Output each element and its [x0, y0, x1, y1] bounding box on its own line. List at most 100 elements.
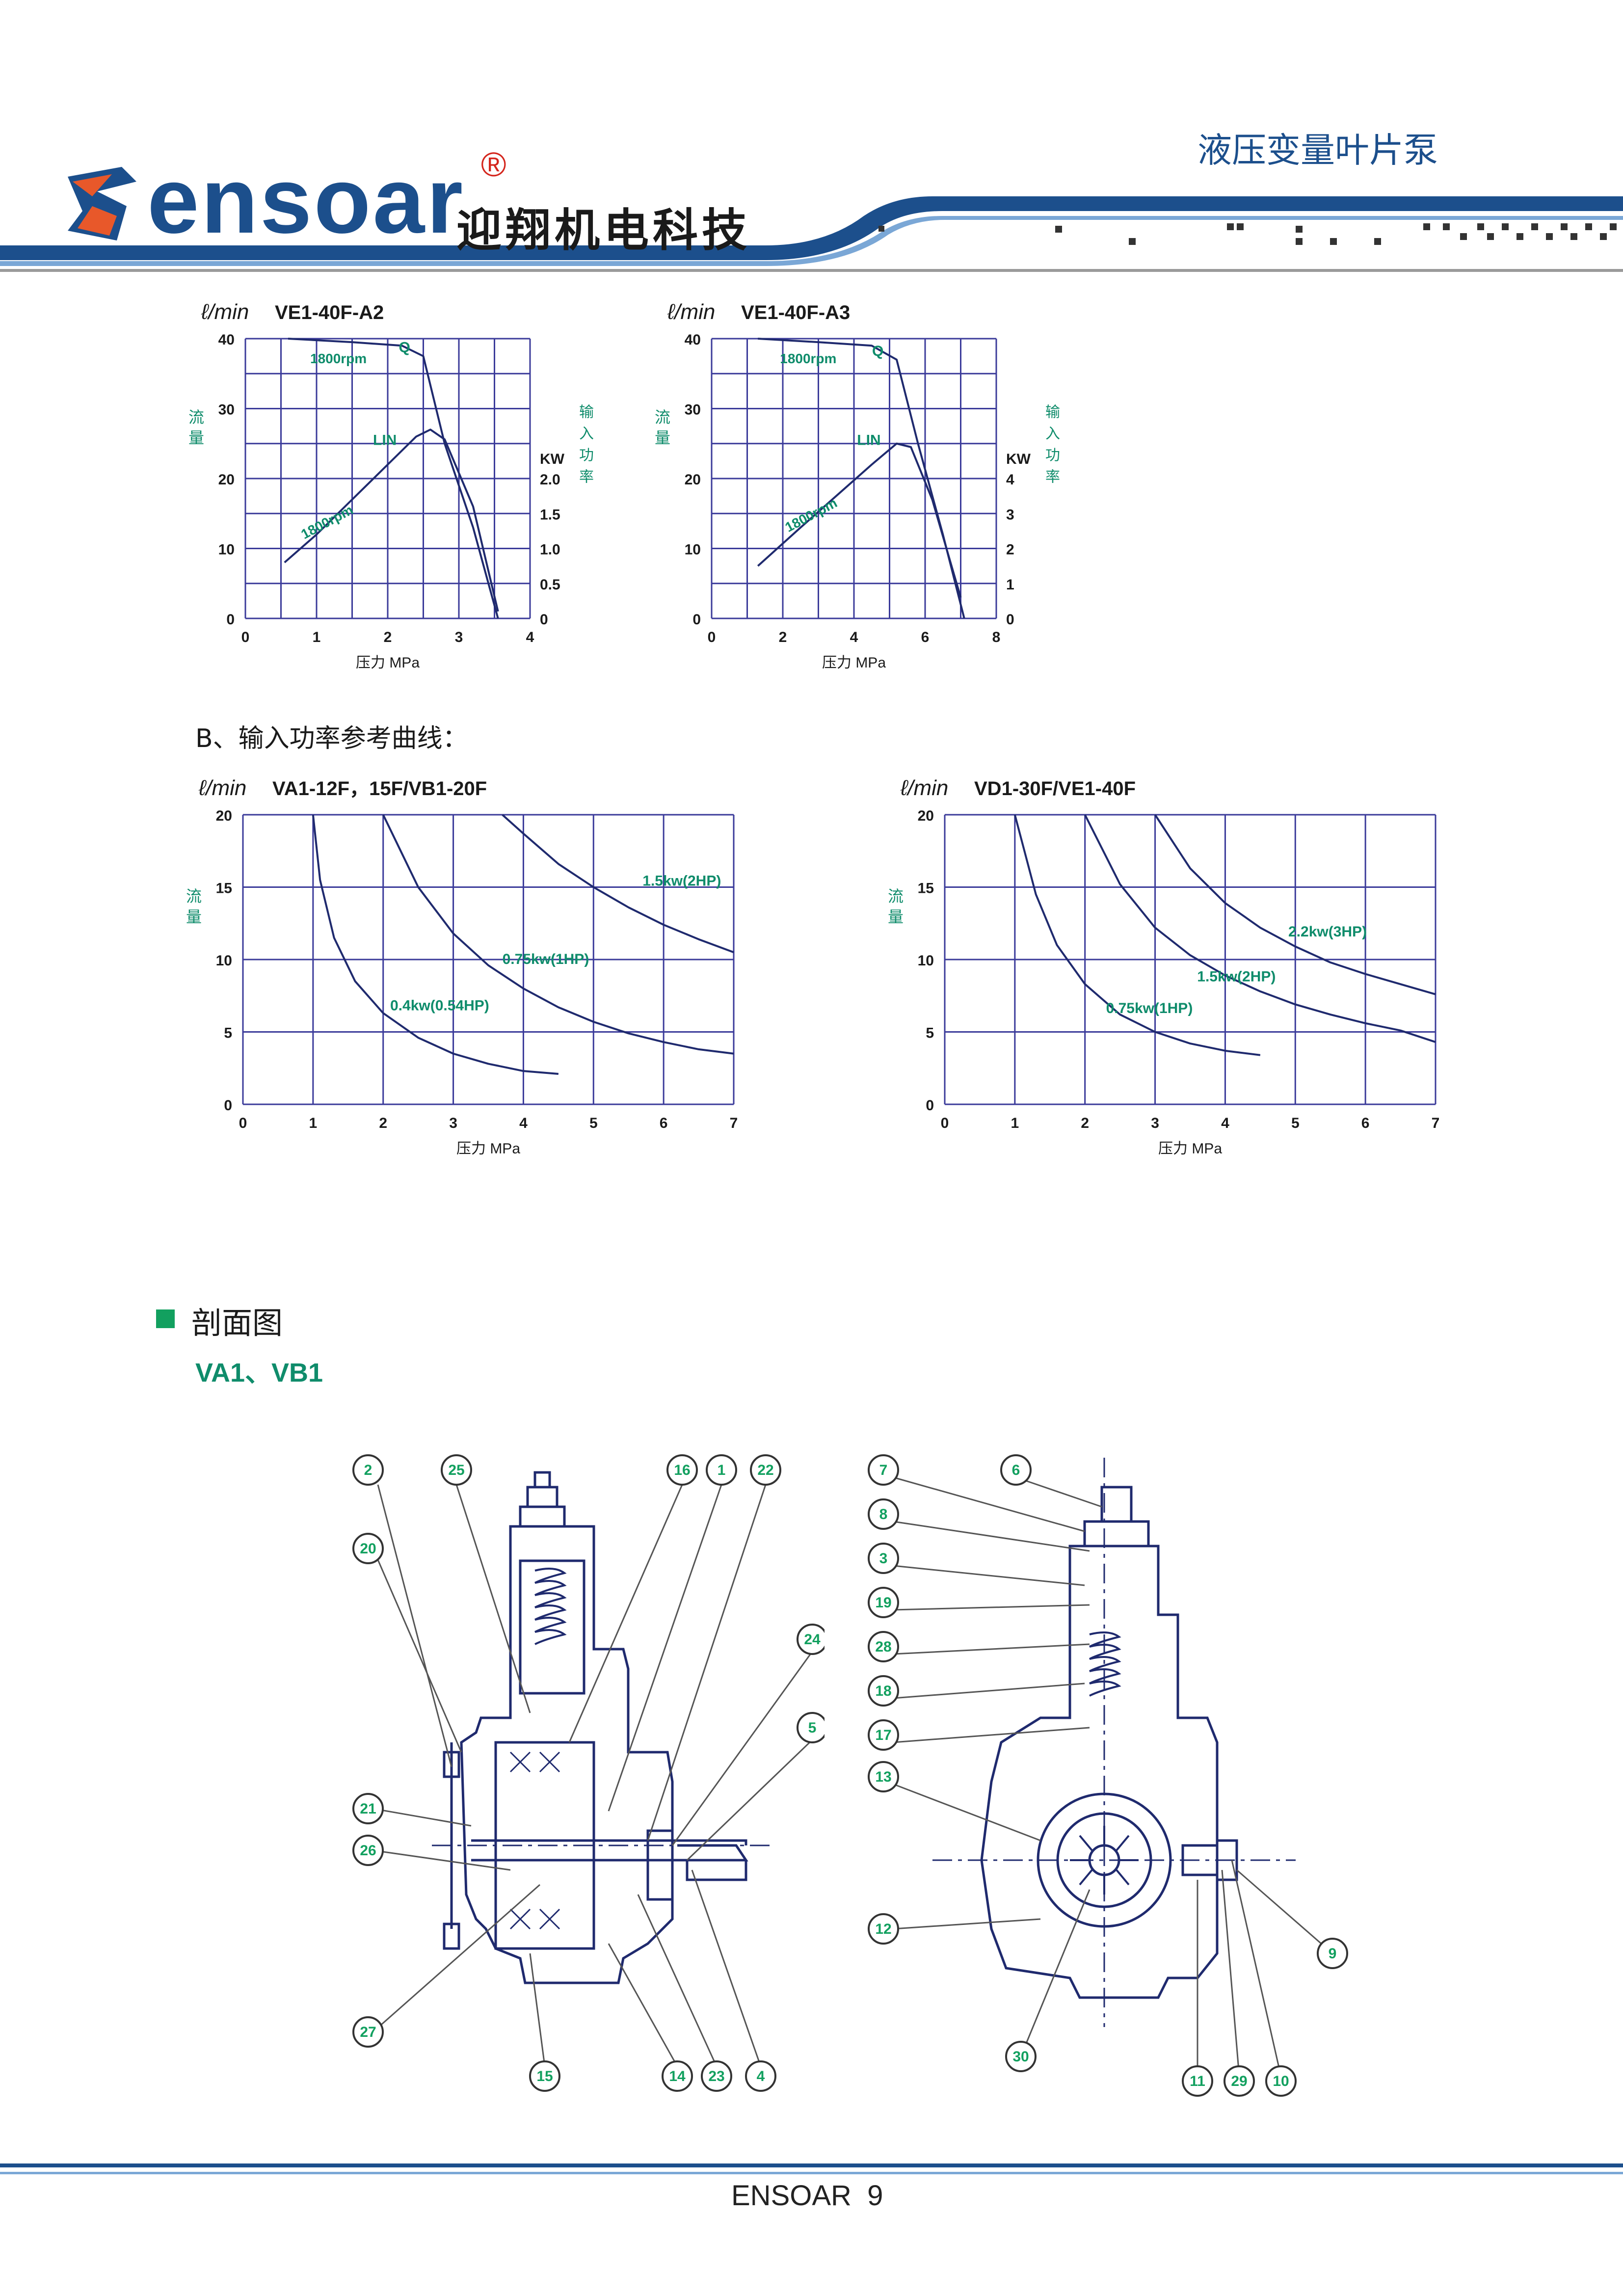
chart-title: VD1-30F/VE1-40F: [974, 778, 1136, 800]
x-tick-label: 3: [455, 629, 463, 645]
part-number-label: 18: [875, 1683, 891, 1699]
y-axis-label: 量: [186, 908, 202, 926]
x-tick-label: 5: [1291, 1115, 1300, 1131]
part-balloon-23: 23: [701, 2060, 732, 2092]
y-tick-label: 20: [685, 472, 701, 488]
x-tick-label: 8: [992, 629, 1001, 645]
section-bullet-icon: [156, 1309, 175, 1328]
part-balloon-circle: [868, 1761, 899, 1792]
part-balloon-13: 13: [868, 1761, 899, 1792]
part-number-label: 20: [360, 1541, 376, 1557]
leader-lines: [372, 1484, 813, 2067]
lin-curve-label: LIN: [857, 432, 880, 449]
header-band: [0, 196, 1623, 272]
page-number: ENSOAR 9: [731, 2180, 883, 2212]
x-tick-label: 5: [589, 1115, 598, 1131]
y-tick-label: 40: [218, 332, 235, 348]
right-tick-label: 4: [1006, 472, 1014, 488]
y-tick-label: 0: [926, 1097, 934, 1114]
y-tick-label: 0: [226, 612, 235, 628]
part-number-label: 30: [1012, 2049, 1029, 2065]
y-axis-label: 量: [888, 908, 904, 926]
part-number-label: 21: [360, 1801, 376, 1817]
part-number-label: 1: [718, 1462, 726, 1478]
chart-title: VA1-12F，15F/VB1-20F: [272, 778, 487, 800]
right-tick-label: 3: [1006, 507, 1014, 523]
part-number-label: 28: [875, 1639, 891, 1655]
part-balloon-14: 14: [662, 2060, 693, 2092]
part-balloon-2: 2: [352, 1454, 384, 1486]
part-balloon-7: 7: [868, 1454, 899, 1486]
part-balloon-28: 28: [868, 1631, 899, 1662]
part-balloon-circle: [1317, 1938, 1348, 1969]
right-axis-label: 输: [1045, 404, 1060, 421]
series-line-2: [284, 428, 499, 612]
right-axis-label: 入: [579, 426, 594, 442]
x-tick-label: 0: [239, 1115, 247, 1131]
page-title: 液压变量叶片泵: [1197, 130, 1438, 170]
pump-body-outline: [443, 1471, 748, 1984]
curve-label: 0.4kw(0.54HP): [390, 997, 489, 1014]
y-unit-label: ℓ/min: [667, 300, 715, 324]
x-tick-label: 1: [1011, 1115, 1019, 1131]
right-unit-label: KW: [1006, 451, 1031, 467]
y-tick-label: 40: [685, 332, 701, 348]
rotor-hatching: [509, 1751, 560, 1930]
part-balloon-11: 11: [1182, 2065, 1213, 2097]
part-balloon-12: 12: [868, 1913, 899, 1945]
x-tick-label: 0: [241, 629, 250, 645]
part-balloon-30: 30: [1005, 2041, 1037, 2072]
lin-rpm-label: 1800rpm: [298, 502, 355, 542]
right-tick-label: 1.5: [540, 507, 560, 523]
right-tick-label: 0.5: [540, 577, 560, 593]
part-balloon-circle: [750, 1454, 781, 1486]
brand-logo-icon: [68, 167, 136, 240]
part-number-label: 4: [757, 2068, 765, 2084]
part-balloon-10: 10: [1265, 2065, 1297, 2097]
right-axis-label: 功: [579, 448, 594, 464]
part-number-label: 8: [879, 1506, 888, 1522]
part-balloon-29: 29: [1224, 2065, 1255, 2097]
curve-label: 0.75kw(1HP): [503, 951, 589, 967]
part-balloon-circle: [706, 1454, 737, 1486]
series-line-3: [1154, 814, 1436, 995]
part-number-label: 16: [674, 1462, 690, 1478]
right-tick-label: 1.0: [540, 542, 560, 558]
part-balloon-9: 9: [1317, 1938, 1348, 1969]
x-tick-label: 2: [1081, 1115, 1089, 1131]
part-number-label: 19: [875, 1595, 891, 1611]
x-axis-label: 压力 MPa: [1158, 1141, 1222, 1157]
part-number-label: 2: [364, 1462, 372, 1478]
part-balloon-circle: [868, 1675, 899, 1707]
y-tick-label: 0: [224, 1097, 232, 1114]
part-balloon-circle: [868, 1719, 899, 1751]
series-line-1: [288, 338, 499, 619]
section-b-heading: B、输入功率参考曲线：: [195, 724, 468, 753]
part-balloon-circle: [1224, 2065, 1255, 2097]
y-tick-label: 30: [685, 402, 701, 418]
x-tick-label: 2: [779, 629, 787, 645]
x-tick-label: 0: [708, 629, 716, 645]
lin-curve-label: LIN: [373, 432, 397, 449]
y-unit-label: ℓ/min: [201, 300, 249, 324]
part-balloon-22: 22: [750, 1454, 781, 1486]
curve-label: 0.75kw(1HP): [1106, 1000, 1193, 1016]
part-balloon-circle: [868, 1498, 899, 1530]
x-tick-label: 1: [309, 1115, 318, 1131]
part-balloon-circle: [797, 1624, 825, 1655]
y-tick-label: 15: [216, 881, 232, 897]
footer-rule-top: [0, 2163, 1623, 2167]
part-balloon-circle: [352, 2016, 384, 2048]
part-number-label: 24: [804, 1631, 821, 1648]
y-tick-label: 5: [926, 1025, 934, 1041]
x-tick-label: 7: [1432, 1115, 1440, 1131]
y-axis-label: 流: [655, 408, 670, 426]
part-balloon-circle: [1005, 2041, 1037, 2072]
part-number-label: 25: [448, 1462, 464, 1478]
footer-rule-bottom: [0, 2172, 1623, 2174]
part-balloon-8: 8: [868, 1498, 899, 1530]
part-number-label: 7: [879, 1462, 888, 1478]
